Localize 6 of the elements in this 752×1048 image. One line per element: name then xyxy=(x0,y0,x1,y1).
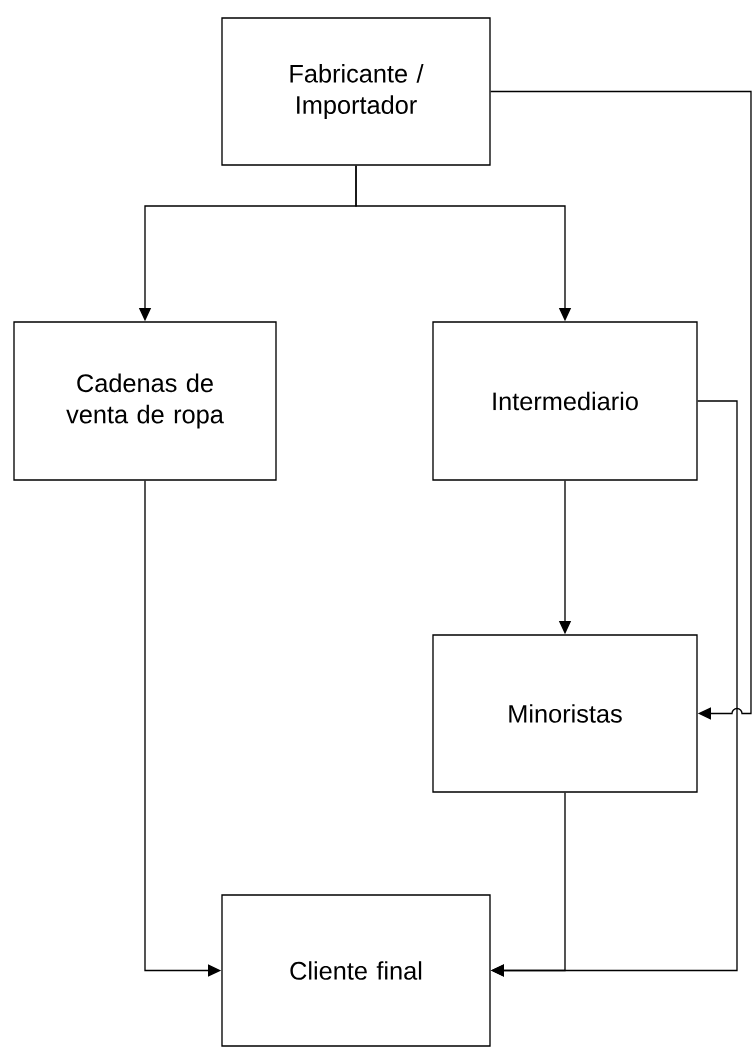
process-box: Intermediario xyxy=(432,321,698,481)
arrow xyxy=(490,90,752,720)
process-box: Fabricante / Importador xyxy=(221,17,491,166)
process-box: Cliente final xyxy=(221,894,491,1047)
process-box: Minoristas xyxy=(432,634,698,793)
process-box: Cadenas de venta de ropa xyxy=(13,321,277,481)
